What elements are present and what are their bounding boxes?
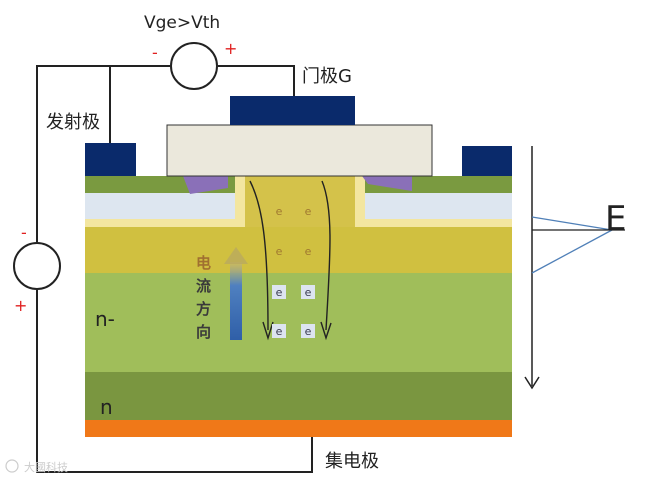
n-minus-label: n- (95, 307, 115, 331)
channel-region (245, 176, 355, 227)
gate-electrode (230, 96, 355, 125)
electron-6: e (301, 285, 315, 299)
emitter-label: 发射极 (46, 112, 100, 133)
watermark-text: 大國科技 (24, 460, 68, 474)
electron-symbol: e (305, 325, 312, 338)
electron-path-right-head (320, 321, 332, 341)
n-layer-upper (85, 227, 512, 274)
electron-path-right (321, 180, 331, 331)
left-source-pos-sign: + (14, 296, 27, 315)
n-buffer-layer (85, 372, 512, 421)
n-drift-region (85, 273, 512, 373)
electron-box (272, 324, 286, 338)
electron-symbol: e (276, 286, 283, 299)
electron-path-left-head (262, 321, 274, 341)
channel-edge-left (235, 176, 245, 227)
collector-voltage-source (13, 242, 61, 290)
gate-oxide (166, 124, 433, 177)
current-arrow-head (224, 247, 248, 264)
channel-edge-right (355, 176, 365, 227)
collector-metal (85, 420, 512, 437)
electron-box (301, 285, 315, 299)
electron-symbol: e (276, 325, 283, 338)
field-label: E (605, 199, 626, 239)
field-line-upper (531, 216, 613, 231)
p-edge-right (355, 219, 512, 227)
electron-box (301, 324, 315, 338)
electron-symbol: e (305, 286, 312, 299)
wire-left-top (36, 65, 110, 242)
current-char-4: 向 (196, 323, 211, 341)
current-char-2: 流 (196, 277, 211, 295)
electron-path-left (249, 180, 269, 331)
electron-symbol: e (276, 205, 283, 218)
overlap-right (362, 176, 412, 191)
current-char-1: 电 (196, 254, 211, 272)
electron-2: e (305, 205, 312, 218)
current-arrow-shaft (230, 262, 242, 340)
wire-gate (218, 65, 295, 96)
electron-5: e (272, 285, 286, 299)
electron-markers: e e e e e e e e (272, 205, 315, 338)
n-plus-left (85, 193, 235, 219)
emitter-electrode-right (462, 146, 512, 176)
top-source-pos-sign: + (224, 39, 237, 58)
electron-7: e (272, 324, 286, 338)
n-label: n (100, 395, 113, 419)
wire-collector (36, 290, 313, 473)
wire-emitter-top (109, 65, 170, 143)
left-source-neg-sign: - (21, 223, 27, 242)
watermark-logo-icon (5, 459, 19, 473)
collector-label: 集电极 (325, 451, 379, 472)
electron-3: e (276, 245, 283, 258)
field-arrow-head (524, 376, 540, 390)
electron-symbol: e (305, 245, 312, 258)
electron-1: e (276, 205, 283, 218)
n-plus-right (362, 193, 512, 219)
electron-box (272, 285, 286, 299)
emitter-electrode-left (85, 143, 136, 176)
p-edge-left (85, 219, 245, 227)
electron-4: e (305, 245, 312, 258)
gate-voltage-source (170, 42, 218, 90)
top-source-neg-sign: - (152, 43, 158, 62)
current-char-3: 方 (196, 300, 211, 318)
electron-symbol: e (305, 205, 312, 218)
electron-symbol: e (276, 245, 283, 258)
gate-label: 门极G (302, 66, 352, 87)
overlap-left (183, 176, 228, 194)
gate-voltage-label: Vge>Vth (144, 13, 220, 33)
field-line-lower (531, 229, 613, 274)
electron-8: e (301, 324, 315, 338)
